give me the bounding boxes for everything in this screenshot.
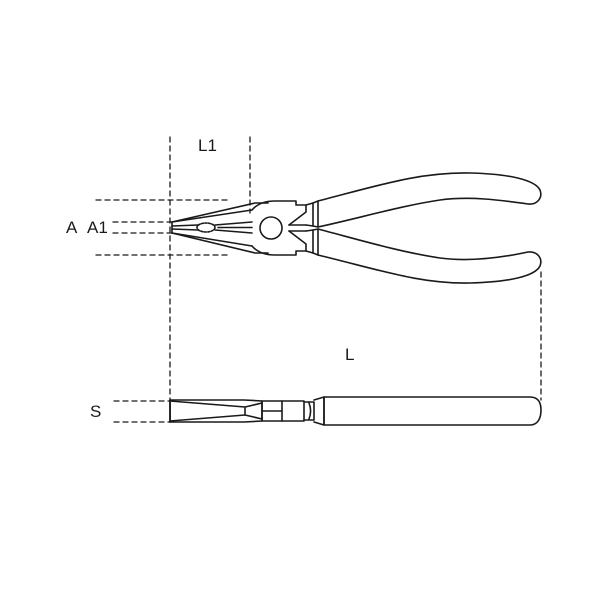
lower-jaw-inner-edge (171, 232, 253, 247)
side-handle (323, 396, 542, 426)
dimension-label-l1: L1 (198, 136, 217, 155)
lower-ferrule (305, 229, 314, 254)
top-view (171, 172, 542, 284)
pivot-rivet (259, 216, 283, 240)
upper-handle (317, 172, 542, 228)
side-view (169, 396, 542, 426)
dimension-lines (95, 136, 542, 423)
dimension-label-a: A (66, 218, 78, 237)
upper-jaw-inner-edge (171, 209, 253, 223)
dimension-label-s: S (90, 402, 102, 421)
upper-ferrule (305, 202, 314, 227)
lower-handle (317, 228, 542, 284)
dimension-label-l: L (345, 345, 355, 364)
side-jaw (169, 399, 263, 423)
head-upper (251, 200, 307, 226)
dimension-label-a1: A1 (87, 218, 108, 237)
side-ferrule (303, 401, 315, 421)
serrated-grip (196, 222, 216, 233)
head-lower (251, 230, 307, 256)
